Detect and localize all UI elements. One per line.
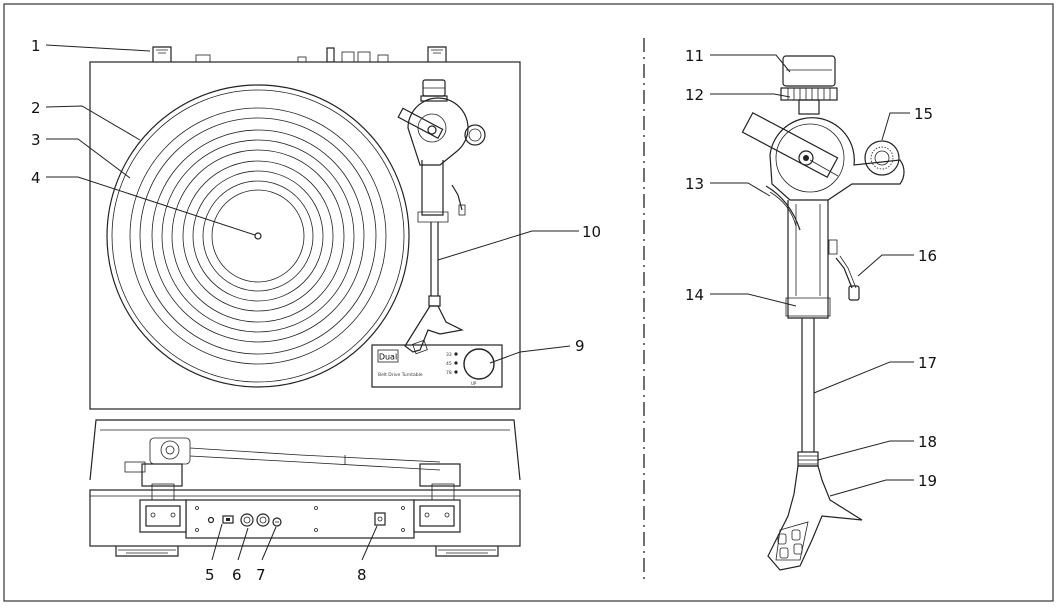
figure-frame — [3, 3, 1054, 602]
callout-6: 6 — [232, 566, 242, 584]
callout-14: 14 — [685, 286, 704, 304]
knob-label: UP — [471, 381, 477, 386]
spindle — [254, 232, 262, 240]
speed-78: 78 — [446, 370, 452, 376]
speed-knob — [463, 348, 495, 380]
callout-10: 10 — [582, 223, 601, 241]
tonearm-detail — [741, 55, 905, 571]
callout-4: 4 — [31, 169, 41, 187]
platter — [106, 84, 410, 388]
callout-12: 12 — [685, 86, 704, 104]
pivot-housing — [769, 117, 905, 201]
callout-9: 9 — [575, 337, 585, 355]
speed-options: 33 45 78 — [446, 352, 458, 376]
callout-7: 7 — [256, 566, 266, 584]
callout-8: 8 — [357, 566, 367, 584]
rear-view — [89, 419, 521, 557]
callout-1: 1 — [31, 37, 41, 55]
panel-subtitle: Belt Drive Turntable — [378, 372, 423, 378]
callout-19: 19 — [918, 472, 937, 490]
speed-33: 33 — [446, 352, 452, 358]
callout-2: 2 — [31, 99, 41, 117]
callout-17: 17 — [918, 354, 937, 372]
counterweight — [782, 55, 836, 87]
lift-lever — [741, 111, 839, 179]
brand-logo: Dual — [379, 353, 397, 362]
callout-11: 11 — [685, 47, 704, 65]
anti-skate-dial — [780, 87, 838, 101]
headshell — [767, 465, 863, 571]
callout-16: 16 — [918, 247, 937, 265]
callout-3: 3 — [31, 131, 41, 149]
rear-hinges — [152, 46, 447, 63]
callout-5: 5 — [205, 566, 215, 584]
callout-13: 13 — [685, 175, 704, 193]
callout-labels: 1 2 3 4 5 6 7 8 9 10 11 12 13 14 15 16 1… — [31, 37, 937, 584]
top-view: Dual Belt Drive Turntable 33 45 78 UP — [89, 46, 521, 410]
leader-lines — [45, 44, 914, 561]
callout-15: 15 — [914, 105, 933, 123]
speed-45: 45 — [446, 361, 452, 367]
callout-18: 18 — [918, 433, 937, 451]
plinth — [89, 61, 521, 410]
side-knob — [864, 140, 900, 176]
speed-panel: Dual Belt Drive Turntable 33 45 78 UP — [371, 344, 503, 388]
rear-connectors — [207, 512, 386, 527]
